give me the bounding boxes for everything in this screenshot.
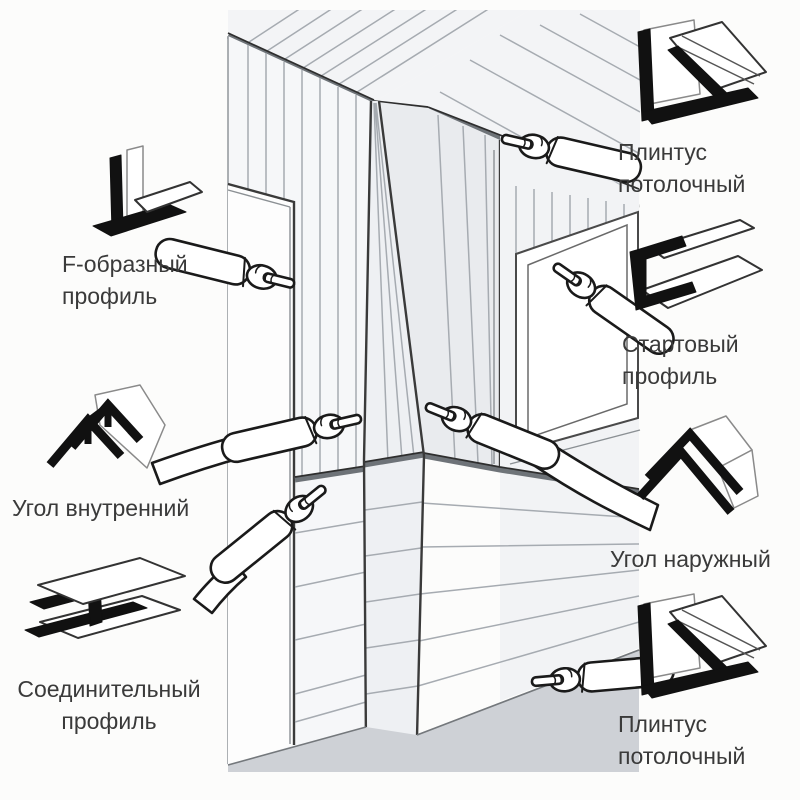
label-outer-corner-line1: Угол наружный (610, 546, 771, 572)
f-profile-icon (92, 145, 203, 237)
left-wall (227, 36, 372, 766)
inner-corner-edge (362, 100, 373, 749)
label-ceiling-plinth-top: Плинтус потолочный (618, 136, 745, 200)
arm-outer-corner (530, 438, 660, 532)
inner-corner-icon (46, 384, 166, 469)
start-profile-icon (629, 219, 763, 311)
door-opening (227, 182, 296, 765)
outer-corner-edge (377, 100, 426, 738)
label-ceiling-plinth-bottom: Плинтус потолочный (618, 708, 745, 772)
label-f-profile-line1: F-образный (62, 251, 188, 277)
label-ceiling-plinth-top-line1: Плинтус (618, 139, 708, 165)
label-start-profile-line1: Стартовый (622, 331, 739, 357)
label-ceiling-plinth-bottom-line1: Плинтус (618, 711, 708, 737)
label-f-profile-line2: профиль (62, 283, 158, 309)
label-f-profile: F-образный профиль (62, 248, 188, 312)
label-start-profile-line2: профиль (622, 363, 718, 389)
label-connector-line2: профиль (61, 708, 157, 734)
label-inner-corner-line1: Угол внутренний (12, 495, 190, 521)
connector-profile-icon (24, 557, 186, 639)
ceiling-plinth-icon-top (637, 19, 767, 125)
window (509, 210, 641, 465)
label-outer-corner: Угол наружный (610, 543, 771, 575)
connector-band-left (294, 466, 367, 483)
label-ceiling-plinth-top-line2: потолочный (618, 171, 746, 197)
corner-column (362, 100, 426, 749)
label-ceiling-plinth-bottom-line2: потолочный (618, 743, 746, 769)
label-inner-corner: Угол внутренний (12, 492, 189, 524)
window-wall (416, 140, 641, 736)
outer-corner-icon (636, 415, 759, 515)
label-connector-profile: Соединительный профиль (8, 673, 210, 737)
label-start-profile: Стартовый профиль (622, 328, 739, 392)
ceiling-left (228, 10, 530, 102)
label-connector-line1: Соединительный (17, 676, 201, 702)
ceiling-plinth-icon-bottom (637, 593, 767, 699)
